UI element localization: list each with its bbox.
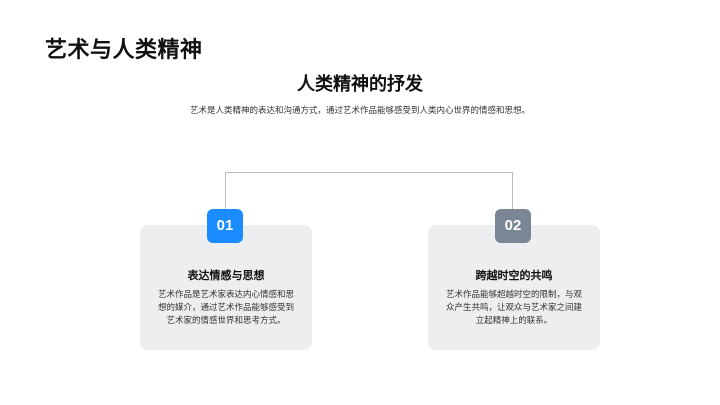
card-2-number-badge: 02 bbox=[495, 209, 531, 243]
section-title: 人类精神的抒发 bbox=[297, 74, 423, 95]
slide-title: 艺术与人类精神 bbox=[45, 38, 203, 63]
card-1-title: 表达情感与思想 bbox=[187, 269, 265, 282]
section-description: 艺术是人类精神的表达和沟通方式，通过艺术作品能够感受到人类内心世界的情感和思想。 bbox=[189, 106, 530, 116]
card-2-text: 艺术作品能够超越时空的限制，与观众产生共鸣，让观众与艺术家之间建立起精神上的联系… bbox=[445, 290, 582, 326]
card-1: 表达情感与思想 艺术作品是艺术家表达内心情感和思想的媒介，通过艺术作品能够感受到… bbox=[140, 225, 312, 350]
card-2: 跨越时空的共鸣 艺术作品能够超越时空的限制，与观众产生共鸣，让观众与艺术家之间建… bbox=[428, 225, 600, 350]
card-2-title: 跨越时空的共鸣 bbox=[475, 269, 553, 282]
card-1-number-badge: 01 bbox=[207, 209, 243, 243]
connector-line bbox=[225, 172, 513, 210]
card-1-text: 艺术作品是艺术家表达内心情感和思想的媒介，通过艺术作品能够感受到艺术家的情感世界… bbox=[157, 290, 294, 326]
